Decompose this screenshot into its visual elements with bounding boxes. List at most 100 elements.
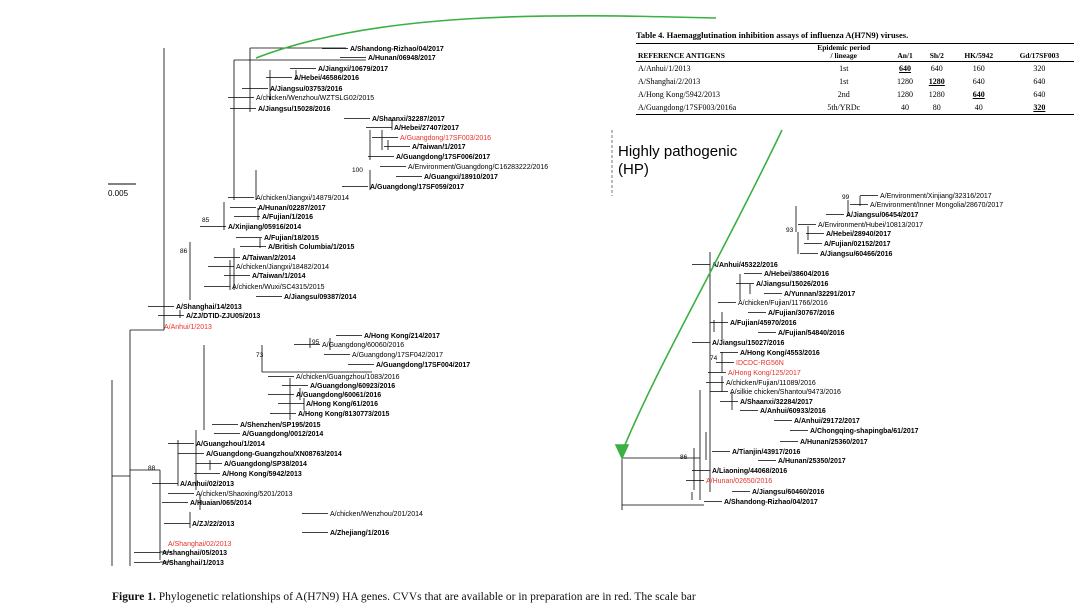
right-tip-label: A/chicken/Fujian/11766/2016 [738, 300, 828, 307]
left-tip-label: A/Guangxi/18910/2017 [424, 174, 498, 181]
left-tip-label: A/Huaian/065/2014 [190, 500, 252, 507]
left-tip-label: A/Fujian/18/2015 [264, 235, 319, 242]
left-tip-label: A/Guangdong/17SF004/2017 [376, 362, 470, 369]
right-tip-label: A/Fujian/02152/2017 [824, 241, 891, 248]
left-tip-label: A/Hong Kong/5942/2013 [222, 471, 302, 478]
table-cell: 160 [972, 63, 985, 73]
right-tip-label: A/Anhui/60933/2016 [760, 408, 826, 415]
tree-branches [111, 47, 878, 566]
left-tip-label: A/Hong Kong/61/2016 [306, 401, 378, 408]
right-tip-label: A/Shandong-Rizhao/04/2017 [724, 499, 818, 506]
right-tip-label: A/Environment/Hubei/10813/2017 [818, 222, 923, 229]
left-tip-label: A/chicken/Jiangxi/14879/2014 [256, 195, 349, 202]
caption-text: Phylogenetic relationships of A(H7N9) HA… [155, 591, 696, 603]
left-tip-label: A/Guangdong/17SF059/2017 [370, 184, 464, 191]
table-cell: 1st [839, 76, 849, 86]
left-tip-label: A/Hunan/06948/2017 [368, 55, 436, 62]
table-header-cell: REFERENCE ANTIGENS [636, 52, 799, 62]
left-tip-label: A/chicken/Shaoxing/5201/2013 [196, 491, 293, 498]
right-tip-label: A/chicken/Fujian/11089/2016 [726, 380, 816, 387]
figure-caption: Figure 1. Phylogenetic relationships of … [112, 591, 696, 603]
table-cell: 1280 [897, 76, 914, 86]
left-tip-label: A/chicken/Wuxi/SC4315/2015 [232, 284, 325, 291]
table-title: Table 4. Haemagglutination inhibition as… [636, 30, 909, 40]
left-tip-label: A/Guangdong/SP38/2014 [224, 461, 307, 468]
right-tip-label: A/Hebei/38604/2016 [764, 271, 829, 278]
left-tip-label: A/Taiwan/1/2014 [252, 273, 306, 280]
left-tip-label: A/Shanghai/1/2013 [162, 560, 224, 567]
left-tip-label: A/Shandong-Rizhao/04/2017 [350, 46, 444, 53]
tree-labels: A/Shandong-Rizhao/04/2017A/Hunan/06948/2… [148, 46, 1003, 567]
left-tip-label: A/Environment/Guangdong/C16283222/2016 [408, 164, 548, 171]
left-tip-label: A/ZJ/DTID-ZJU05/2013 [186, 313, 260, 320]
right-bootstrap-value: 99 [842, 194, 850, 201]
right-tip-label: A/Jiangsu/60466/2016 [820, 251, 892, 258]
left-tip-label: A/British Columbia/1/2015 [268, 244, 354, 251]
right-tip-label: A/Hunan/25360/2017 [800, 439, 868, 446]
left-tip-label: A/Jiangsu/03753/2016 [270, 86, 342, 93]
right-tip-label: A/Fujian/54840/2016 [778, 330, 845, 337]
left-tip-label: A/Guangdong/17SF042/2017 [352, 352, 443, 359]
right-tip-label: A/Chongqing-shapingba/61/2017 [810, 428, 919, 435]
right-tip-label: A/Fujian/45970/2016 [730, 320, 797, 327]
table-header-cell: HK/5942 [952, 52, 1005, 62]
left-tip-label: A/Guangdong/0012/2014 [242, 431, 323, 438]
left-tip-label: A/Shenzhen/SP195/2015 [240, 422, 321, 429]
col-group-header: Epidemic period [798, 43, 890, 53]
left-tip-label: A/ZJ/22/2013 [192, 521, 235, 528]
left-tip-label: A/Taiwan/2/2014 [242, 255, 296, 262]
right-tip-label: A/Liaoning/44068/2016 [712, 468, 787, 475]
left-tip-label: A/Guangdong/60061/2016 [296, 392, 381, 399]
left-tip-label: A/chicken/Jiangxi/18482/2014 [236, 264, 329, 271]
left-tip-label: A/Jiangxi/10679/2017 [318, 66, 388, 73]
right-tip-label: A/Anhui/29172/2017 [794, 418, 860, 425]
left-bootstrap-value: 88 [148, 465, 156, 472]
table-cell: 640 [899, 63, 912, 73]
table-cell: 640 [972, 89, 985, 99]
right-bootstrap-value: 86 [680, 454, 688, 461]
left-tip-label: A/Zhejiang/1/2016 [330, 530, 389, 537]
table-cell: A/Anhui/1/2013 [638, 63, 691, 73]
left-tip-label: A/Shaanxi/32287/2017 [372, 116, 445, 123]
right-tip-label: A/silkie chicken/Shantou/9473/2016 [730, 389, 841, 396]
table-header-cell: Sh/2 [920, 52, 953, 62]
left-tip-label: A/chicken/Wenzhou/WZTSLG02/2015 [256, 95, 374, 102]
left-bootstrap-value: 85 [202, 217, 210, 224]
left-tip-label: A/chicken/Guangzhou/1083/2016 [296, 374, 400, 381]
right-tip-label: A/Hunan/25350/2017 [778, 458, 846, 465]
right-tip-label: A/Tianjin/43917/2016 [732, 449, 800, 456]
left-tip-label: A/Guangdong/17SF006/2017 [396, 154, 490, 161]
table-cell: 1st [839, 63, 849, 73]
highlight-bracket: Highly pathogenic (HP) [611, 130, 738, 196]
right-tip-label: A/Hong Kong/125/2017 [728, 370, 801, 377]
table-cell: 640 [1033, 89, 1046, 99]
table-cell: 640 [930, 63, 943, 73]
table-cell: 1280 [928, 89, 945, 99]
right-tip-label: IDCDC-RG56N [736, 360, 784, 367]
right-tip-label: A/Yunnan/32291/2017 [784, 291, 855, 298]
right-tip-label: A/Jiangsu/15026/2016 [756, 281, 828, 288]
scale-bar: 0.005 [108, 183, 136, 198]
table-cell: A/Shanghai/2/2013 [638, 76, 701, 86]
right-tip-label: A/Environment/Xinjiang/32316/2017 [880, 193, 992, 200]
right-tip-label: A/Anhui/45322/2016 [712, 262, 778, 269]
table-cell: 1280 [897, 89, 914, 99]
left-tip-label: A/Guangdong/17SF003/2016 [400, 135, 491, 142]
table-cell: 80 [920, 101, 953, 116]
left-tip-label: A/Hebei/46586/2016 [294, 75, 359, 82]
left-tip-label: A/chicken/Wenzhou/201/2014 [330, 511, 423, 518]
right-tip-label: A/Jiangsu/60460/2016 [752, 489, 824, 496]
left-bootstrap-value: 86 [180, 248, 188, 255]
right-tip-label: A/Hunan/02650/2016 [706, 478, 772, 485]
left-tip-label: A/Hebei/27407/2017 [394, 125, 459, 132]
connector-lines [255, 14, 783, 460]
table-cell: 40 [889, 101, 921, 116]
col-spacer [636, 43, 799, 53]
table-cell: 40 [952, 101, 1005, 116]
left-tip-label: A/Guangdong/60060/2016 [322, 342, 404, 349]
